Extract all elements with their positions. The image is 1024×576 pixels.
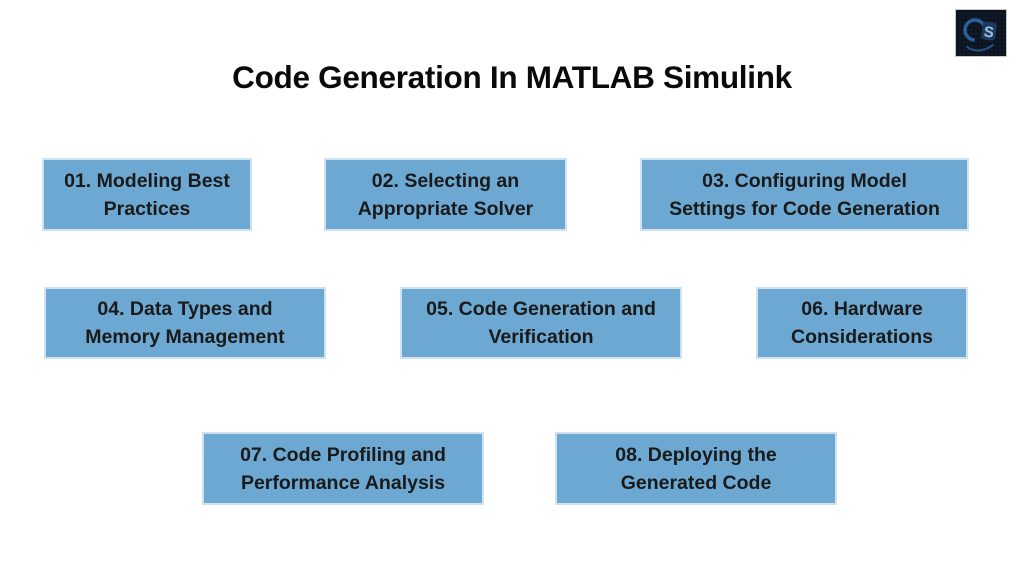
page-title: Code Generation In MATLAB Simulink: [232, 59, 792, 96]
step-box-03-line2: Settings for Code Generation: [669, 197, 940, 220]
step-box-03: 03. Configuring Model Settings for Code …: [640, 158, 969, 231]
step-box-04: 04. Data Types and Memory Management: [44, 287, 326, 359]
step-box-02: 02. Selecting an Appropriate Solver: [324, 158, 567, 231]
step-box-07: 07. Code Profiling and Performance Analy…: [202, 432, 484, 505]
step-box-06-line2: Considerations: [791, 326, 933, 348]
step-box-02-line2: Appropriate Solver: [357, 197, 534, 220]
step-box-07-line1: 07. Code Profiling and: [240, 443, 446, 466]
step-box-01-line2: Practices: [103, 197, 191, 220]
step-box-05: 05. Code Generation and Verification: [400, 287, 682, 359]
brand-logo: S: [955, 9, 1007, 57]
step-box-04-line2: Memory Management: [85, 326, 285, 348]
step-box-03-line1: 03. Configuring Model: [702, 169, 907, 192]
step-box-05-line1: 05. Code Generation and: [426, 298, 656, 320]
step-box-08-line1: 08. Deploying the: [615, 443, 777, 466]
step-box-08: 08. Deploying the Generated Code: [555, 432, 837, 505]
step-box-08-line2: Generated Code: [620, 471, 772, 494]
step-box-07-line2: Performance Analysis: [240, 471, 446, 494]
step-box-06-line1: 06. Hardware: [801, 298, 923, 320]
step-box-02-line1: 02. Selecting an: [371, 169, 520, 192]
step-box-04-line1: 04. Data Types and: [97, 298, 273, 320]
step-box-05-line2: Verification: [488, 326, 594, 348]
step-box-01-line1: 01. Modeling Best: [64, 169, 230, 192]
step-box-06: 06. Hardware Considerations: [756, 287, 968, 359]
brand-logo-icon: S: [955, 9, 1007, 57]
step-box-01: 01. Modeling Best Practices: [42, 158, 252, 231]
logo-glyph: S: [983, 23, 995, 41]
